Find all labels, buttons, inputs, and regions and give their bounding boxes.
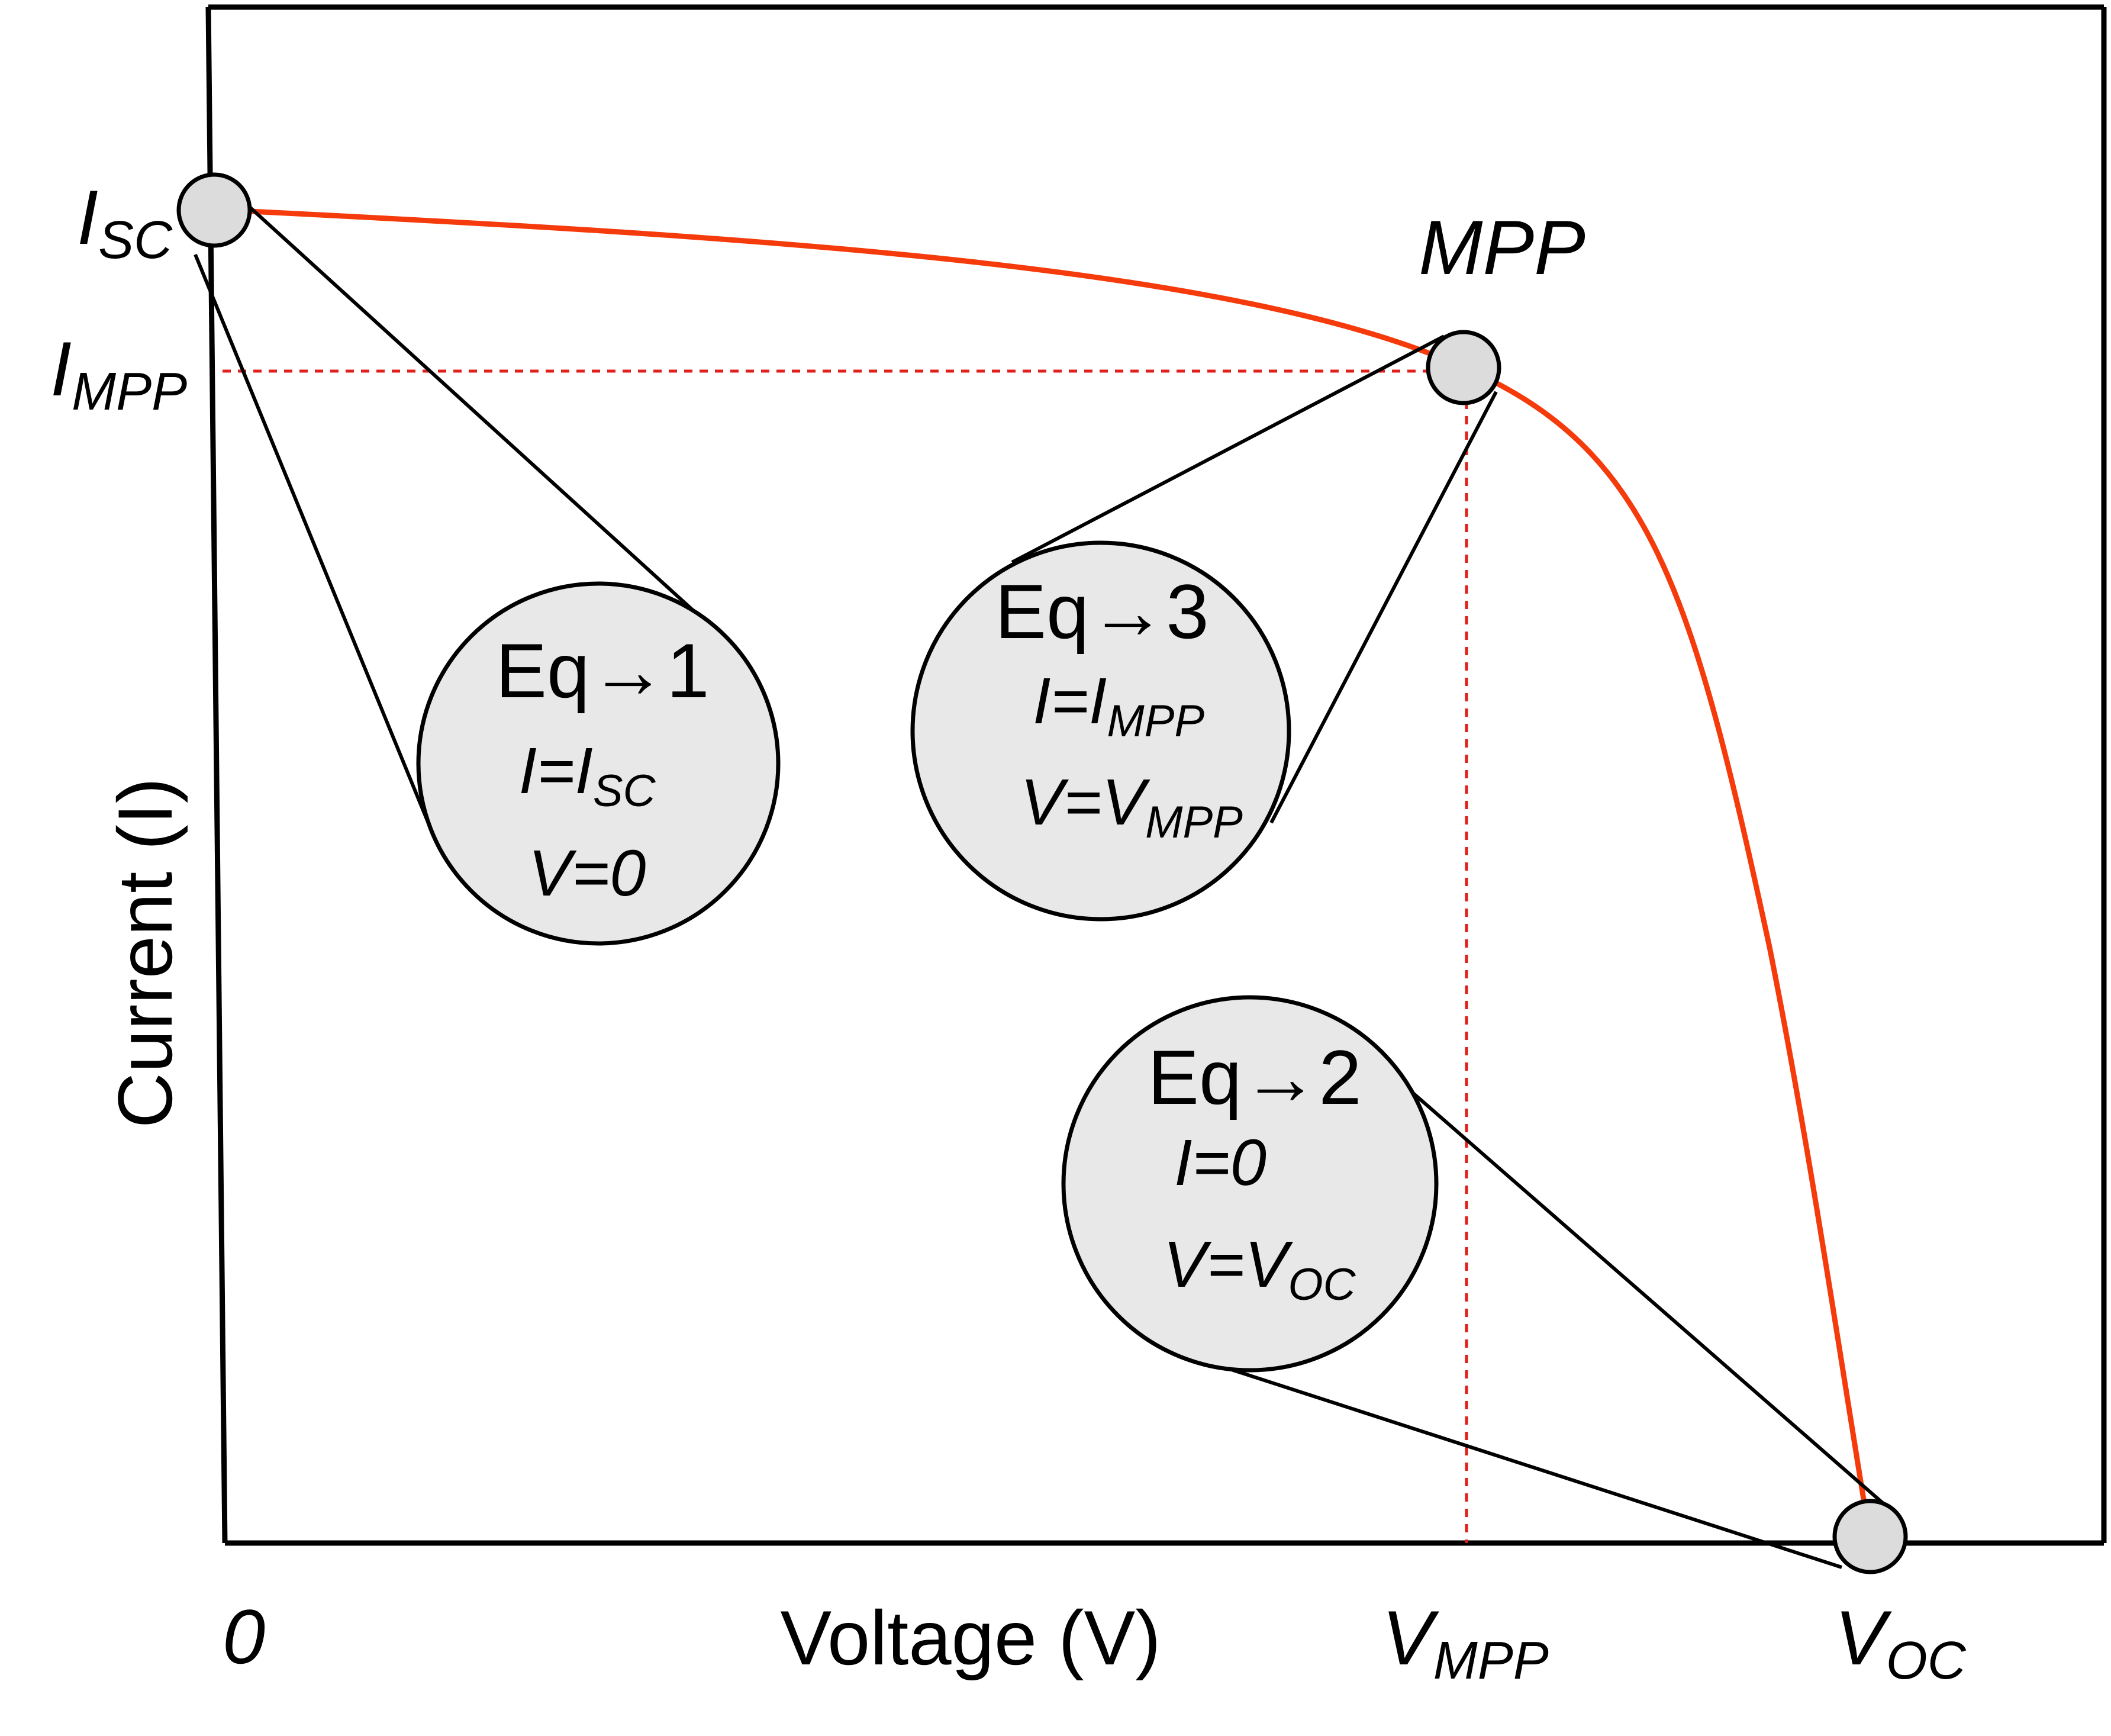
- bubble-eq3-line1: I=IMPP: [1033, 665, 1204, 746]
- bubble-eq2-line2: V=VOC: [1164, 1228, 1356, 1310]
- bubble-eq1-line2: V=0: [528, 837, 646, 910]
- bubble-eq1-circle: [416, 581, 781, 946]
- bubble-eq3-line2: V=VMPP: [1020, 766, 1243, 848]
- y-axis-label: Current (I): [102, 778, 188, 1128]
- bubble-eq2-title: Eq→2: [1148, 1034, 1361, 1120]
- x-axis-label: Voltage (V): [780, 1595, 1161, 1681]
- bubble-eq2: Eq→2 I=0 V=VOC: [1061, 995, 1439, 1373]
- isc-tick-label: ISC: [77, 174, 173, 270]
- bubble-eq1-line1: I=ISC: [519, 735, 656, 816]
- impp-tick-label: IMPP: [50, 326, 187, 421]
- voc-tick-label: VOC: [1835, 1595, 1967, 1690]
- leader-eq3-upper: [1011, 334, 1445, 564]
- plot-frame: [205, 4, 2107, 1546]
- bubble-eq3-circle: [910, 540, 1291, 922]
- leader-eq2-lower: [1193, 1355, 1842, 1569]
- bubble-eq3-title: Eq→3: [995, 568, 1208, 655]
- leader-eq1-upper: [235, 194, 721, 636]
- isc-point: [176, 172, 252, 248]
- leader-eq2-upper: [1366, 1051, 1902, 1521]
- iv-curve: [212, 207, 1873, 1539]
- bubble-eq1-title: Eq→1: [495, 627, 709, 714]
- leader-eq1-lower: [194, 253, 431, 827]
- bubble-eq1: Eq→1 I=ISC V=0: [416, 581, 781, 946]
- voc-point: [1832, 1499, 1908, 1574]
- leader-lines: [194, 194, 1902, 1569]
- bubble-eq2-line1: I=0: [1174, 1126, 1266, 1199]
- bubble-eq3: Eq→3 I=IMPP V=VMPP: [910, 540, 1291, 922]
- mpp-point: [1426, 330, 1501, 405]
- origin-tick-label: 0: [223, 1593, 265, 1680]
- leader-eq3-lower: [1269, 391, 1498, 824]
- y-axis-line: [205, 7, 228, 1544]
- mpp-point-label: MPP: [1419, 204, 1585, 291]
- key-points: [176, 172, 1908, 1574]
- vmpp-tick-label: VMPP: [1382, 1595, 1549, 1690]
- bubble-eq2-circle: [1061, 995, 1439, 1373]
